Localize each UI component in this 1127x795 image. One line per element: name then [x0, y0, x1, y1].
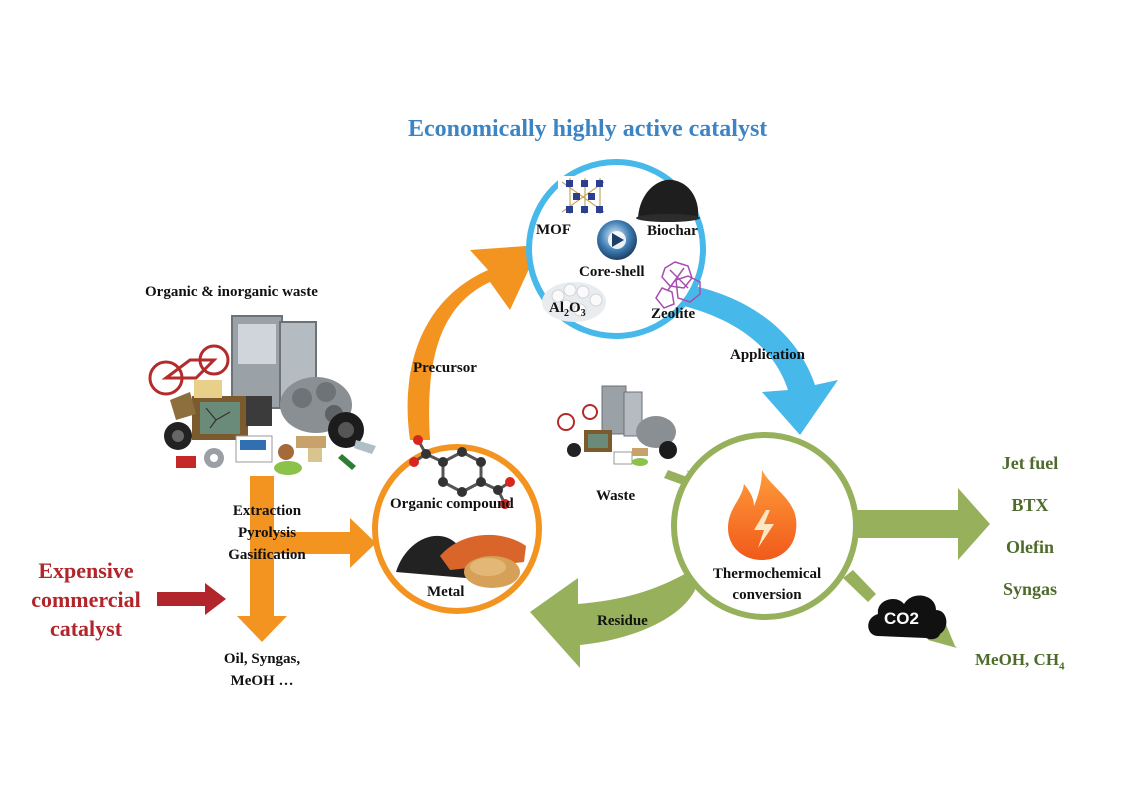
al2o3-icon	[542, 282, 606, 322]
zeolite-icon	[655, 261, 701, 309]
mof-label: MOF	[536, 222, 571, 238]
process-pyrolysis: Pyrolysis	[237, 525, 297, 541]
residue-arrow	[530, 565, 700, 668]
application-label: Application	[730, 347, 806, 363]
product-olefin: Olefin	[1006, 537, 1054, 557]
oil-products-line-1: Oil, Syngas,	[223, 651, 301, 667]
application-arrow	[680, 285, 838, 435]
metal-powder-icon	[396, 534, 526, 588]
expensive-line-3: catalyst	[49, 616, 123, 641]
product-list: Jet fuel BTX Olefin Syngas	[978, 442, 1082, 610]
product-btx: BTX	[1011, 495, 1049, 515]
expensive-line-1: Expensive	[38, 558, 134, 583]
core-shell-label: Core-shell	[579, 264, 645, 280]
expensive-line-2: commercial	[31, 587, 141, 612]
expensive-catalyst-label: Expensive commercial catalyst	[18, 556, 154, 643]
biochar-label: Biochar	[647, 223, 698, 239]
process-list: Extraction Pyrolysis Gasification	[216, 500, 318, 566]
metal-label: Metal	[427, 584, 465, 600]
waste-pile-icon	[148, 315, 376, 475]
oil-products-line-2: MeOH …	[230, 673, 294, 689]
process-gasification: Gasification	[228, 547, 306, 563]
diagram-title: Economically highly active catalyst	[408, 116, 768, 142]
al2o3-label: Al2O3	[549, 300, 586, 319]
small-waste-pile-icon	[557, 385, 677, 466]
fire-icon	[728, 470, 797, 560]
product-syngas: Syngas	[1002, 579, 1058, 599]
co2-cloud-text: CO2	[884, 609, 919, 628]
zeolite-label: Zeolite	[651, 306, 696, 322]
waste-title: Organic & inorganic waste	[145, 284, 318, 300]
biochar-icon	[636, 179, 700, 222]
core-shell-icon	[597, 220, 637, 260]
organic-compound-icon	[409, 435, 515, 509]
extraction-arrow	[237, 476, 376, 642]
conversion-label: Thermochemical conversion	[697, 564, 837, 606]
methanol-methane-label: MeOH, CH4	[975, 650, 1065, 673]
conversion-line-1: Thermochemical	[712, 566, 822, 582]
oil-products: Oil, Syngas, MeOH …	[207, 648, 317, 692]
residue-label: Residue	[597, 613, 648, 629]
process-extraction: Extraction	[232, 503, 302, 519]
products-arrow	[852, 488, 990, 560]
precursor-label: Precursor	[413, 360, 477, 376]
small-waste-label: Waste	[596, 488, 636, 504]
co2-cloud-icon	[868, 595, 947, 640]
organic-compound-label: Organic compound	[390, 496, 514, 512]
precursor-arrow	[407, 245, 540, 440]
conversion-line-2: conversion	[732, 587, 802, 603]
expensive-arrow	[157, 583, 226, 615]
product-jet-fuel: Jet fuel	[1001, 453, 1059, 473]
mof-icon	[558, 176, 610, 216]
